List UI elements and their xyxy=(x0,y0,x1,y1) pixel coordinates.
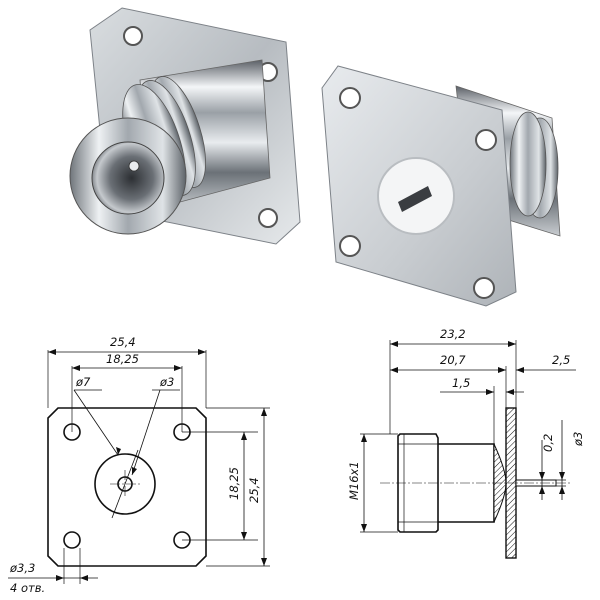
solder-pin xyxy=(398,186,432,212)
connector-photo-rear xyxy=(321,65,561,307)
mount-hole xyxy=(123,26,143,46)
dim-mount-hole-count: 4 отв. xyxy=(10,581,45,595)
dim-flange-offset: 1,5 xyxy=(452,376,470,390)
connector-bore xyxy=(91,141,165,215)
mount-hole xyxy=(475,129,497,151)
dim-center-hole: ø7 xyxy=(75,375,91,389)
dim-mount-hole: ø3,3 xyxy=(9,561,35,575)
mount-hole xyxy=(63,531,81,549)
dim-overall-width: 25,4 xyxy=(110,335,136,349)
dim-pin-hole: ø3 xyxy=(159,375,174,389)
dim-thread: M16x1 xyxy=(347,461,361,500)
front-view-drawing: 25,4 18,25 ø7 ø3 18,25 25,4 ø3,3 4 отв. xyxy=(8,335,270,595)
mount-hole xyxy=(339,87,361,109)
dim-overall-length: 23,2 xyxy=(440,327,466,341)
dim-hole-spacing: 18,25 xyxy=(106,352,139,366)
center-contact xyxy=(128,160,140,172)
flange-outline xyxy=(47,407,207,567)
dim-pin-protrusion: 2,5 xyxy=(552,353,570,367)
mount-hole xyxy=(339,235,361,257)
mount-hole xyxy=(258,208,278,228)
connector-photo-front xyxy=(69,7,301,245)
center-bore xyxy=(94,453,156,515)
thread-body xyxy=(397,433,439,533)
dim-pin-gap: 0,2 xyxy=(541,434,555,452)
mount-hole xyxy=(473,277,495,299)
side-view-drawing: M16x1 23,2 20,7 2,5 1,5 0,2 ø3 xyxy=(347,327,585,559)
dim-height-spacing: 18,25 xyxy=(227,467,241,500)
dim-body-length: 20,7 xyxy=(440,353,466,367)
dim-pin-diameter: ø3 xyxy=(571,432,585,447)
dim-height-overall: 25,4 xyxy=(247,477,261,503)
